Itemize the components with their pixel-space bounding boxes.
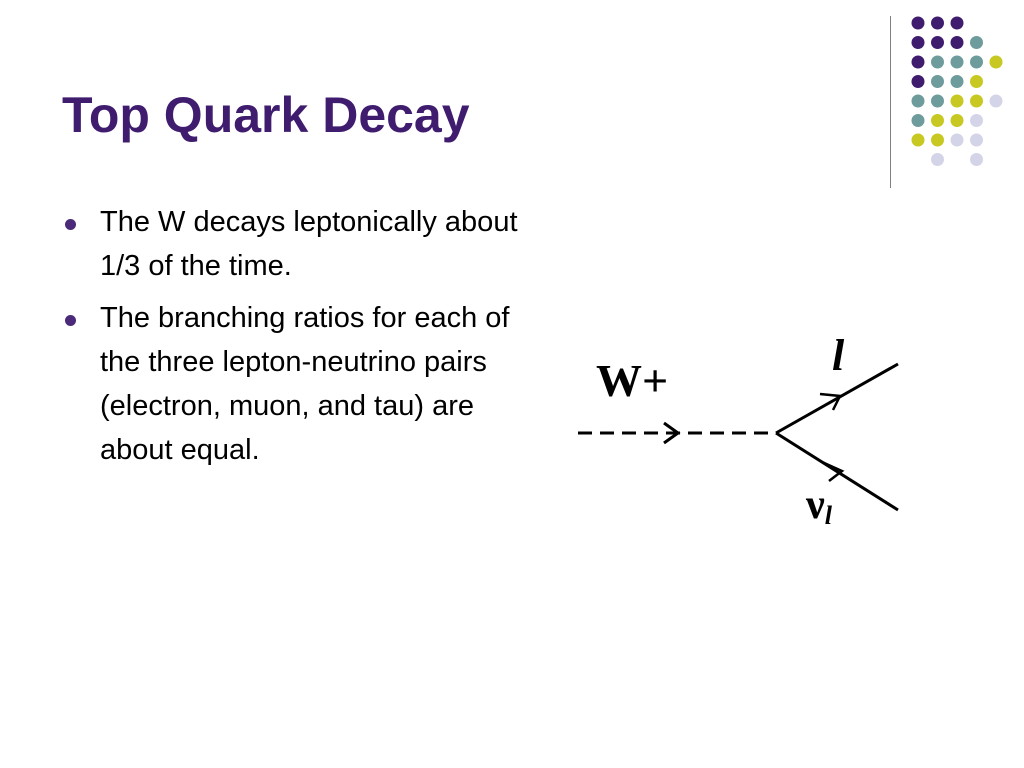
decorative-dot bbox=[970, 55, 983, 69]
bullet-item: The W decays leptonically about 1/3 of t… bbox=[60, 200, 520, 288]
decorative-dot bbox=[989, 55, 1003, 69]
decorative-dot bbox=[931, 153, 944, 166]
neutrino-symbol: ν bbox=[805, 482, 825, 528]
decorative-dot-grid bbox=[911, 16, 1003, 166]
decorative-dot bbox=[950, 55, 964, 69]
decorative-dot bbox=[911, 75, 925, 88]
decorative-dot bbox=[950, 75, 964, 88]
propagator-arrow-icon bbox=[663, 421, 681, 445]
decorative-dot bbox=[950, 114, 964, 127]
neutrino-arrow-icon bbox=[821, 460, 845, 482]
decorative-dot bbox=[931, 16, 944, 30]
decorative-dot bbox=[931, 55, 944, 69]
decorative-dot bbox=[911, 114, 925, 127]
decorative-dot bbox=[970, 114, 983, 127]
decorative-dot bbox=[931, 36, 944, 49]
neutrino-label: νl bbox=[805, 482, 833, 530]
decorative-dot bbox=[950, 36, 964, 49]
decorative-dot bbox=[911, 94, 925, 108]
decorative-dot bbox=[931, 75, 944, 88]
decorative-dot bbox=[911, 36, 925, 49]
bullet-item: The branching ratios for each of the thr… bbox=[60, 296, 520, 472]
decorative-dot bbox=[931, 114, 944, 127]
neutrino-line bbox=[775, 431, 899, 512]
decorative-dot bbox=[931, 94, 944, 108]
decorative-dot bbox=[989, 94, 1003, 108]
slide-title: Top Quark Decay bbox=[62, 87, 470, 143]
bullet-text: The W decays leptonically about 1/3 of t… bbox=[100, 206, 518, 282]
bullet-list: The W decays leptonically about 1/3 of t… bbox=[60, 200, 520, 480]
decorative-dot bbox=[970, 75, 983, 88]
bullet-text: The branching ratios for each of the thr… bbox=[100, 302, 510, 466]
decorative-dot bbox=[911, 16, 925, 30]
bullet-dot-icon bbox=[65, 315, 76, 326]
decorative-dot bbox=[970, 94, 983, 108]
vertical-divider bbox=[890, 16, 891, 188]
decorative-dot bbox=[931, 133, 944, 147]
decorative-dot bbox=[970, 133, 983, 147]
decorative-dot bbox=[950, 16, 964, 30]
decorative-dot bbox=[970, 153, 983, 166]
w-boson-decay-diagram: W+ l νl bbox=[578, 331, 899, 530]
decorative-dot bbox=[911, 55, 925, 69]
lepton-arrow-icon bbox=[819, 392, 842, 411]
decorative-dot bbox=[970, 36, 983, 49]
lepton-line bbox=[775, 362, 899, 435]
w-boson-label: W+ bbox=[596, 355, 668, 406]
decorative-dot bbox=[911, 133, 925, 147]
bullet-dot-icon bbox=[65, 219, 76, 230]
lepton-label: l bbox=[832, 331, 845, 380]
neutrino-subscript: l bbox=[825, 501, 833, 530]
decorative-dot bbox=[950, 133, 964, 147]
decorative-dot bbox=[950, 94, 964, 108]
